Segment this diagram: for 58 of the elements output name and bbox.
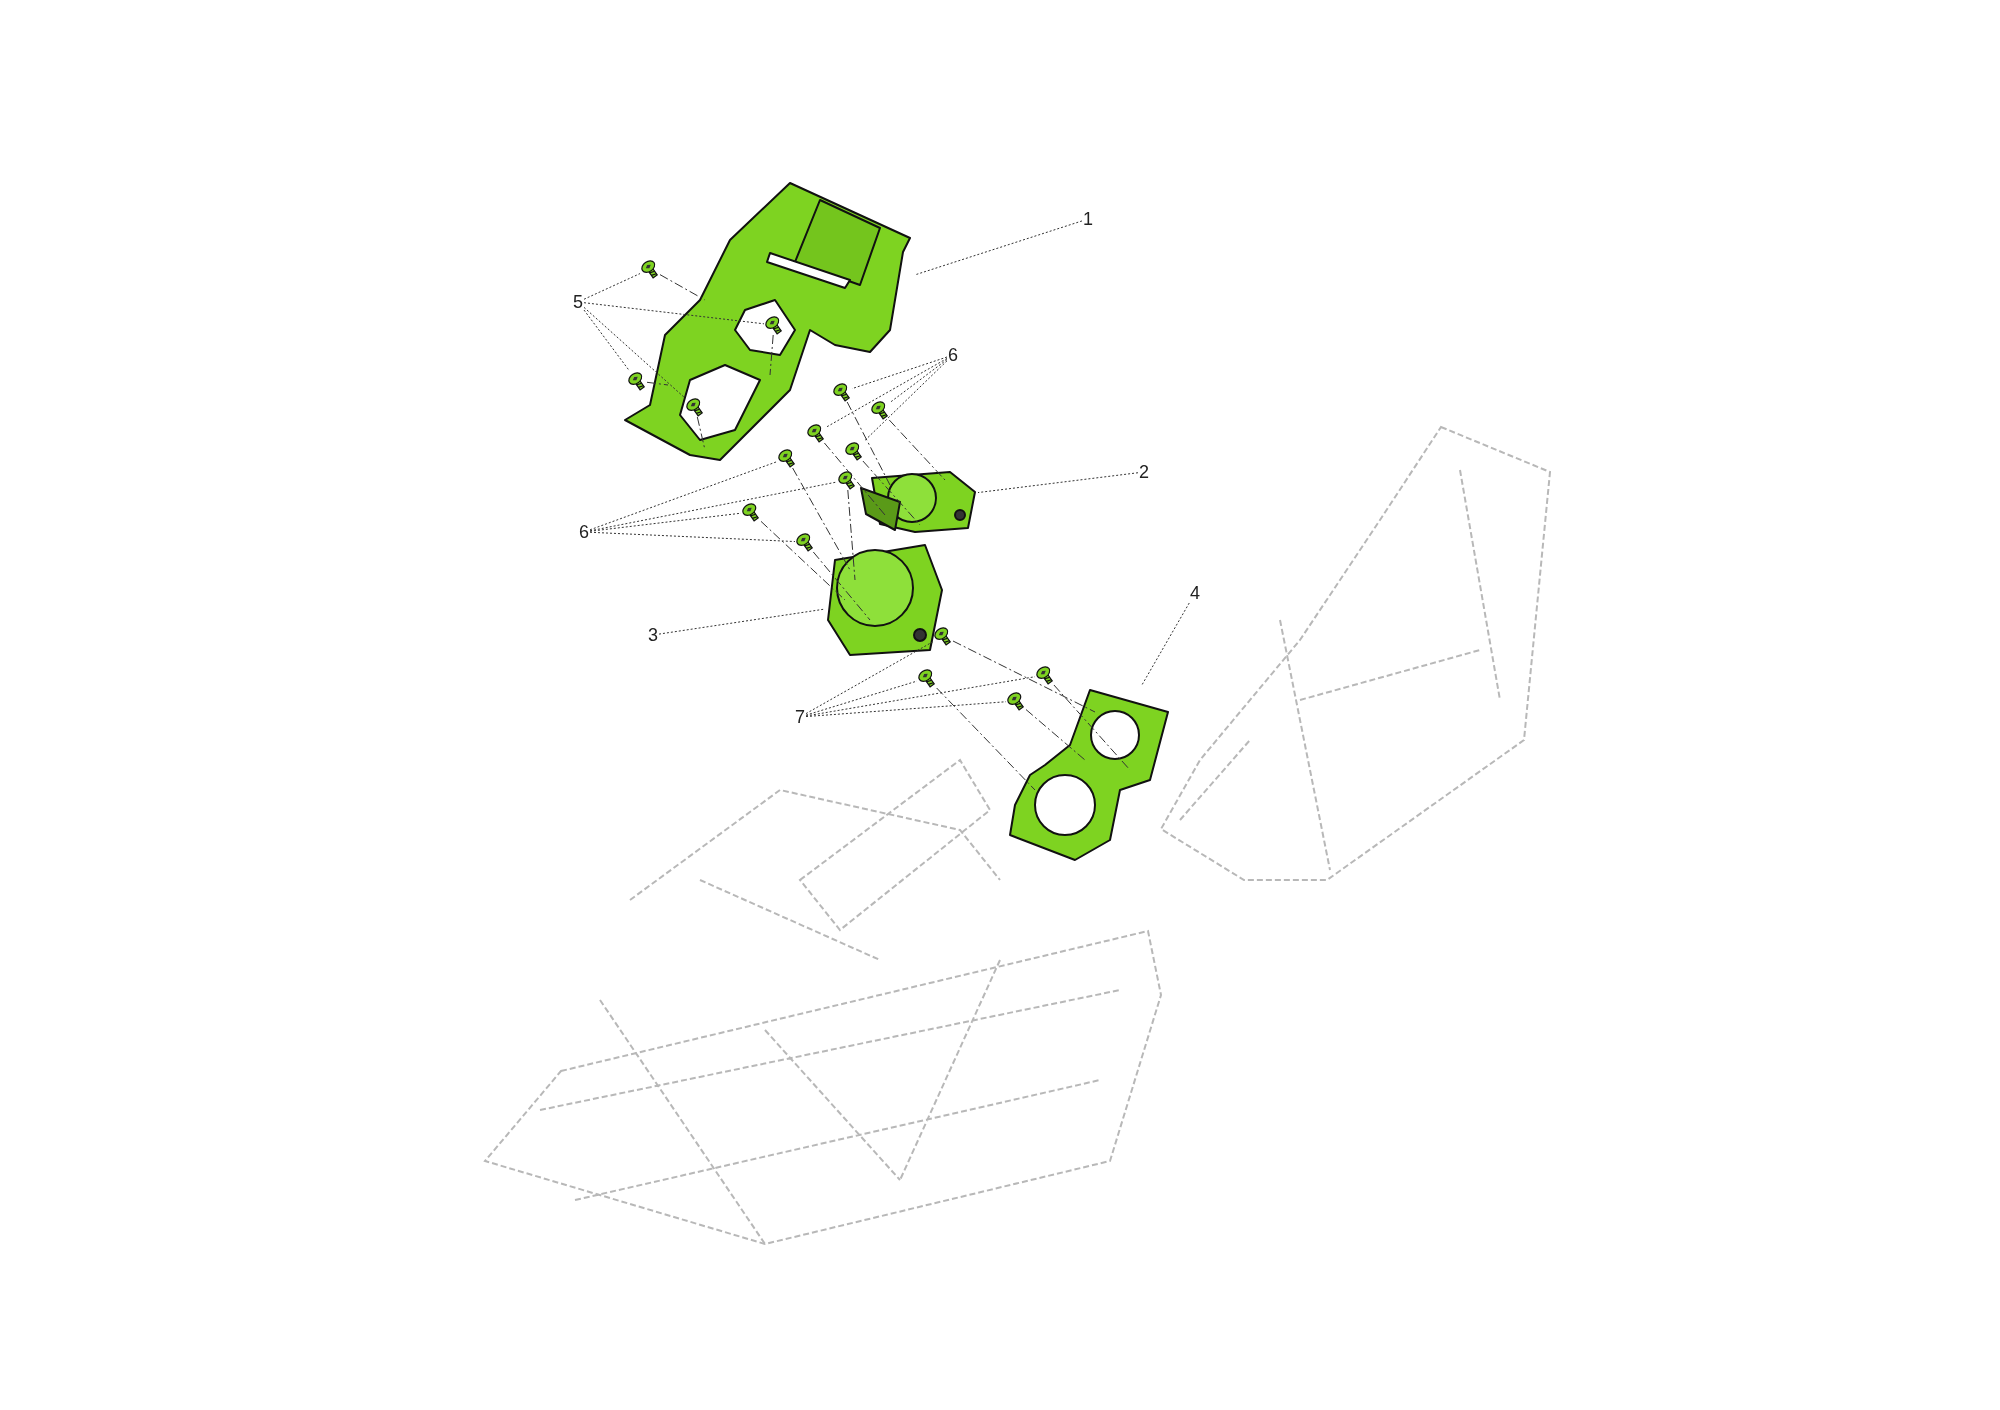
screw-icon (795, 532, 815, 552)
callout-number: 2 (1138, 462, 1150, 482)
assembly-line (847, 489, 856, 581)
screw-icon (764, 315, 784, 335)
assembly-line (769, 334, 774, 376)
assembly-line (1053, 684, 1131, 771)
screw-icon (627, 371, 647, 391)
leader-line (805, 641, 934, 715)
assembly-line (646, 381, 669, 386)
leader-line (851, 356, 948, 390)
assembly-line (823, 442, 886, 516)
leader-line (977, 472, 1139, 494)
callout-number: 6 (947, 345, 959, 365)
screw-icon (832, 382, 852, 402)
leader-line (914, 220, 1083, 276)
leader-line (863, 360, 948, 442)
callout-number: 3 (647, 625, 659, 645)
leader-line (1141, 602, 1190, 686)
screw-icon (1006, 691, 1026, 711)
screw-icon (640, 259, 660, 279)
assembly-line (862, 460, 921, 526)
leader-line (805, 701, 1007, 718)
callout-number: 5 (572, 292, 584, 312)
assembly-line (792, 467, 851, 571)
assembly-line (888, 419, 946, 481)
leader-line (589, 481, 838, 532)
screw-icon (917, 668, 937, 688)
callout-number: 6 (578, 522, 590, 542)
screw-icon (806, 423, 826, 443)
leader-line (583, 306, 686, 399)
assembly-line (846, 401, 891, 486)
screw-icon (777, 448, 797, 468)
screw-icon (1035, 665, 1055, 685)
screw-icon (685, 397, 705, 417)
leader-line (805, 680, 918, 716)
leader-line (589, 512, 742, 532)
leader-line (583, 273, 641, 300)
leader-line (583, 309, 631, 372)
screw-icon (844, 441, 864, 461)
leader-line (889, 359, 948, 403)
assembly-line (760, 520, 846, 601)
leader-line (589, 531, 796, 543)
callout-number: 7 (794, 707, 806, 727)
screw-icon (741, 502, 761, 522)
assembly-line (936, 687, 1036, 791)
screw-icon (933, 626, 953, 646)
assembly-line (952, 640, 1096, 713)
callout-number: 4 (1189, 583, 1201, 603)
leader-line (825, 357, 948, 428)
screw-icon (837, 470, 857, 490)
screw-icon (870, 400, 890, 420)
assembly-line (812, 551, 871, 621)
leader-line (658, 608, 826, 635)
leader-line (583, 302, 765, 325)
leader-line (805, 676, 1036, 717)
callout-number: 1 (1082, 209, 1094, 229)
assembly-line (1025, 709, 1086, 761)
leader-line (589, 461, 778, 531)
